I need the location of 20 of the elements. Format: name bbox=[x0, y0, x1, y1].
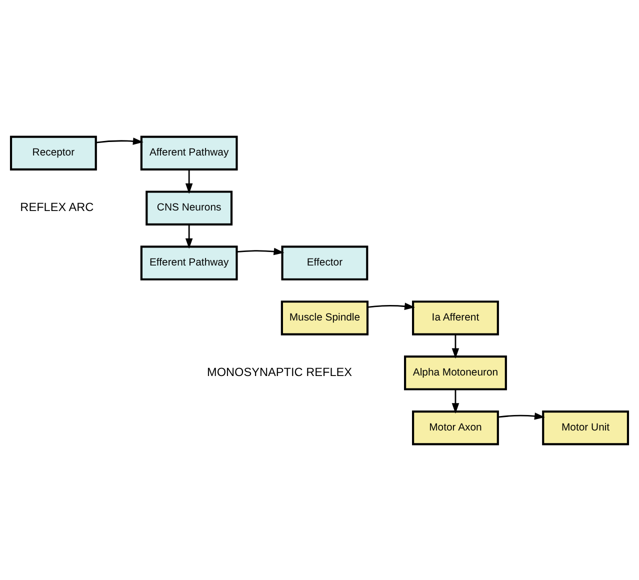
node-box: Motor Axon bbox=[412, 410, 499, 445]
node-box: Alpha Motoneuron bbox=[404, 355, 507, 390]
arrow bbox=[452, 388, 460, 414]
arrow bbox=[236, 247, 284, 255]
node-box: Afferent Pathway bbox=[140, 135, 238, 170]
arrow bbox=[368, 302, 416, 310]
arrow bbox=[96, 137, 144, 144]
label: REFLEX ARC bbox=[20, 199, 94, 214]
arrow bbox=[452, 334, 460, 358]
node-box: Efferent Pathway bbox=[140, 245, 238, 280]
arrow bbox=[498, 412, 545, 420]
node-box: Receptor bbox=[10, 135, 97, 170]
node-box: Motor Unit bbox=[542, 410, 630, 445]
node-box: Ia Afferent bbox=[412, 300, 499, 335]
arrow bbox=[185, 169, 193, 194]
node-box: Muscle Spindle bbox=[280, 300, 369, 335]
arrow bbox=[185, 224, 193, 248]
node-box: CNS Neurons bbox=[146, 190, 233, 225]
label: MONOSYNAPTIC REFLEX bbox=[206, 364, 352, 378]
node-box: Effector bbox=[281, 245, 368, 280]
